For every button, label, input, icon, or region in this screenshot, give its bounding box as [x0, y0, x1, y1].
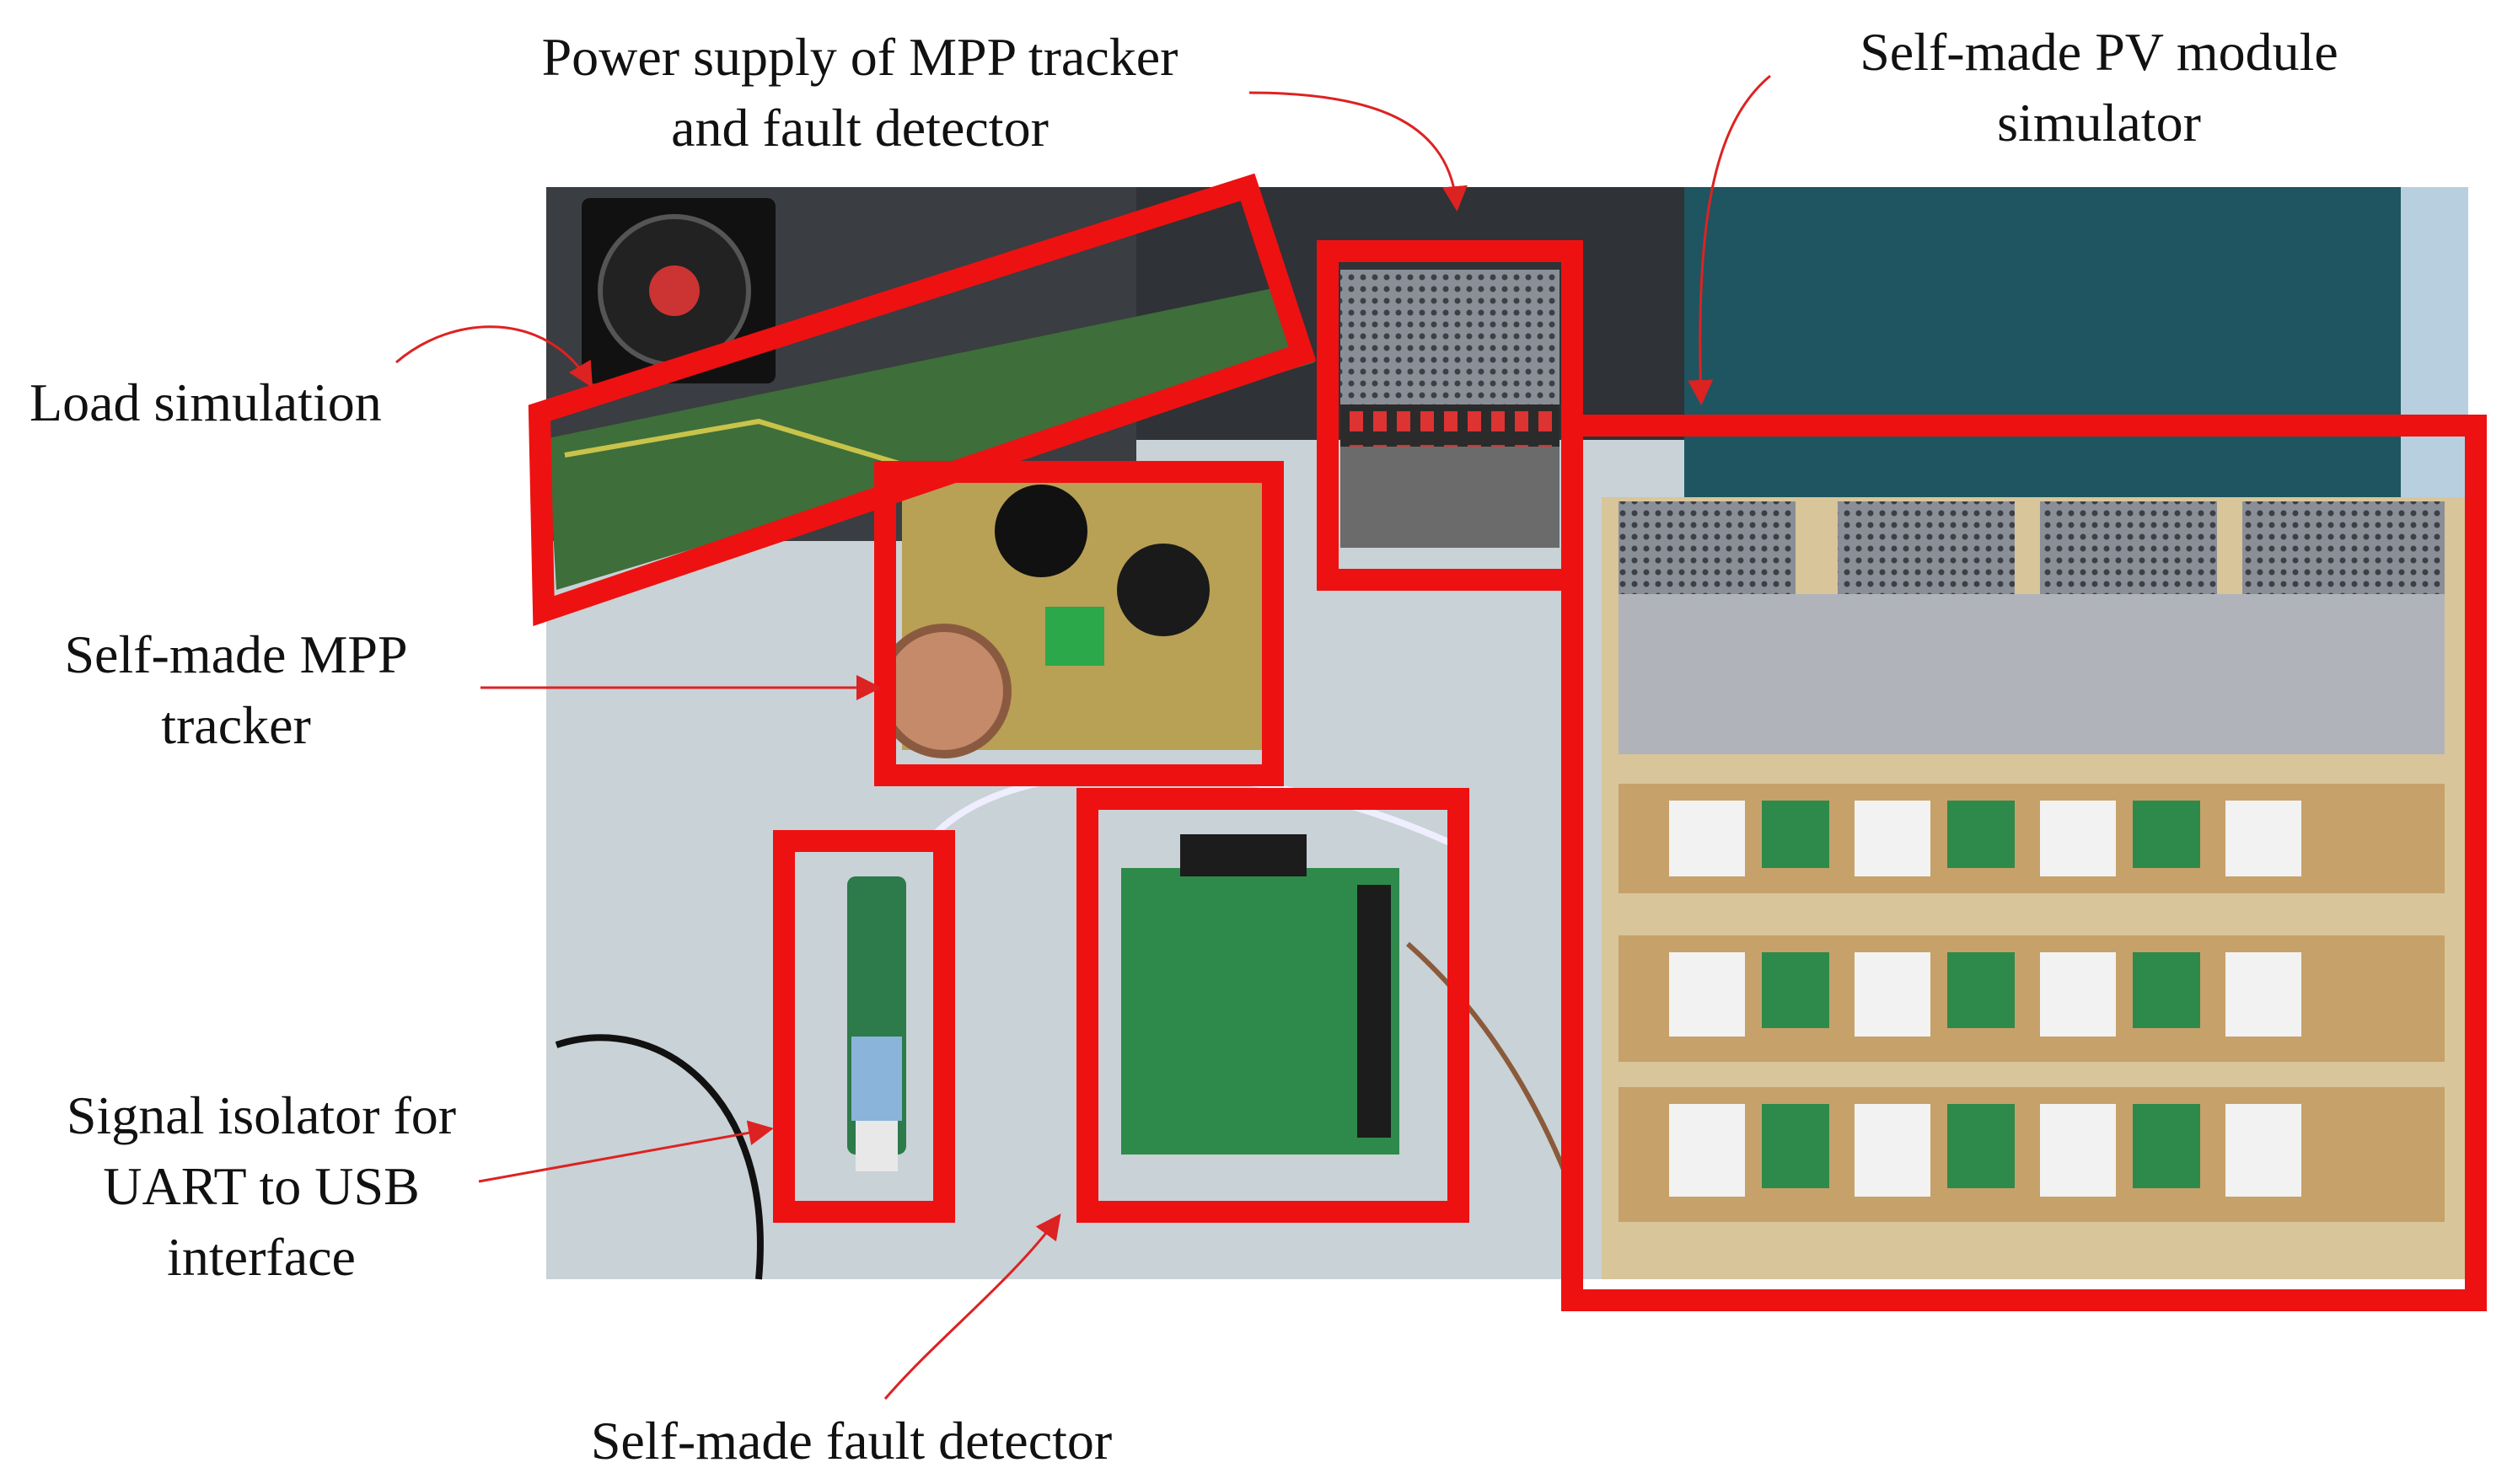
frame-mpp-tracker — [874, 461, 1284, 786]
power-supply-terminals — [1340, 404, 1559, 447]
label-mpp-tracker: Self-made MPP tracker — [17, 619, 455, 761]
cable-black — [555, 1034, 764, 1280]
fault-detector-header — [1180, 834, 1307, 876]
fault-detector-board — [1121, 868, 1399, 1155]
teal-chair — [1684, 187, 2401, 541]
fault-detector-terminals — [1357, 885, 1391, 1138]
label-power-supply-line1: Power supply of MPP tracker — [541, 27, 1178, 87]
frame-usb-isolator — [773, 830, 955, 1223]
label-load-simulation: Load simulation — [30, 372, 382, 432]
power-supply-unit — [1340, 270, 1559, 404]
frame-load-simulation — [528, 173, 1317, 627]
label-pv-simulator-line1: Self-made PV module — [1860, 22, 2338, 82]
lab-photo — [546, 187, 2468, 1280]
arrow-load-simulation — [395, 325, 593, 388]
highlight-frames — [528, 173, 2487, 1311]
frame-fault-detector — [1076, 788, 1469, 1223]
label-mpp-tracker-line1: Self-made MPP — [64, 624, 408, 684]
arrow-pv-simulator — [1688, 74, 1771, 405]
pv-simulator-array — [1602, 497, 2468, 1279]
cooling-fan — [582, 198, 776, 383]
label-signal-isolator: Signal isolator for UART to USB interfac… — [17, 1080, 506, 1293]
toroid-coil — [877, 624, 1012, 758]
label-mpp-tracker-line2: tracker — [161, 695, 311, 755]
green-relay — [1045, 607, 1104, 666]
arrow-usb-isolator — [478, 1120, 774, 1183]
inductor — [1117, 544, 1210, 636]
capacitor — [995, 485, 1087, 577]
label-power-supply-line2: and fault detector — [671, 98, 1049, 158]
load-resistor-tube — [548, 287, 1315, 590]
arrow-fault-detector — [883, 1213, 1061, 1400]
label-power-supply: Power supply of MPP tracker and fault de… — [459, 22, 1260, 163]
annotation-arrows — [395, 74, 1771, 1400]
usb-connector — [856, 1121, 898, 1171]
cable-brown — [1406, 941, 1570, 1181]
label-signal-isolator-line1: Signal isolator for — [66, 1085, 457, 1145]
power-supply-base — [1340, 447, 1559, 548]
label-signal-isolator-line2: UART to USB — [103, 1156, 420, 1216]
arrow-power-supply — [1248, 91, 1468, 212]
label-signal-isolator-line3: interface — [167, 1227, 356, 1287]
frame-pv-simulator — [1561, 415, 2487, 1311]
label-pv-simulator-line2: simulator — [1997, 93, 2201, 153]
label-fault-detector: Self-made fault detector — [590, 1411, 1113, 1471]
label-pv-simulator: Self-made PV module simulator — [1787, 17, 2411, 158]
usb-stick-light — [851, 1037, 902, 1121]
